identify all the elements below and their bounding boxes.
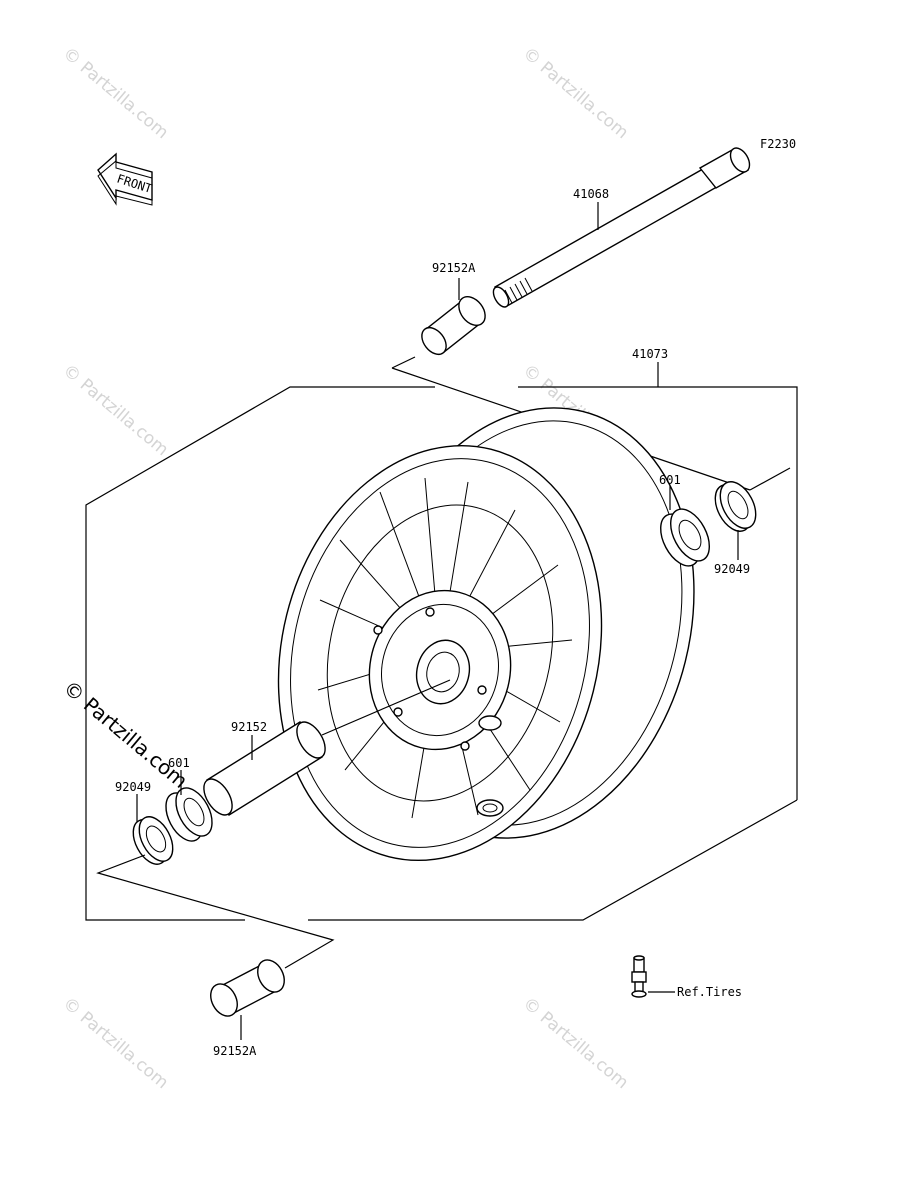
label-bearing-right: 601 [659,473,681,487]
collar-top [421,295,486,356]
collar-center [203,721,326,816]
watermark-text: © Partzilla.com [519,44,632,144]
label-seal-left: 92049 [115,780,151,794]
label-axle: 41068 [573,187,609,201]
collar-bottom [210,959,285,1017]
label-bearing-left: 601 [168,756,190,770]
label-valve: Ref.Tires [677,985,742,999]
axle [492,147,751,308]
seal-left [132,816,174,865]
label-collar-top: 92152A [432,261,476,275]
front-wheel [277,407,695,862]
watermark-text-dark: © Partzilla.com [59,675,193,793]
watermark-text: © Partzilla.com [59,994,172,1094]
bearing-right [660,508,710,567]
watermark-text: © Partzilla.com [59,361,172,461]
seal-right [714,481,757,532]
bearing-left [165,787,213,842]
label-wheel-assy: 41073 [632,347,668,361]
valve-stem [631,955,647,998]
watermark-text: © Partzilla.com [59,44,172,144]
diagram-code: F2230 [760,137,796,151]
label-collar-bottom: 92152A [213,1044,257,1058]
label-collar-center: 92152 [231,720,267,734]
watermark-text: © Partzilla.com [519,994,632,1094]
front-arrow-icon: FRONT [97,152,154,206]
label-seal-right: 92049 [714,562,750,576]
